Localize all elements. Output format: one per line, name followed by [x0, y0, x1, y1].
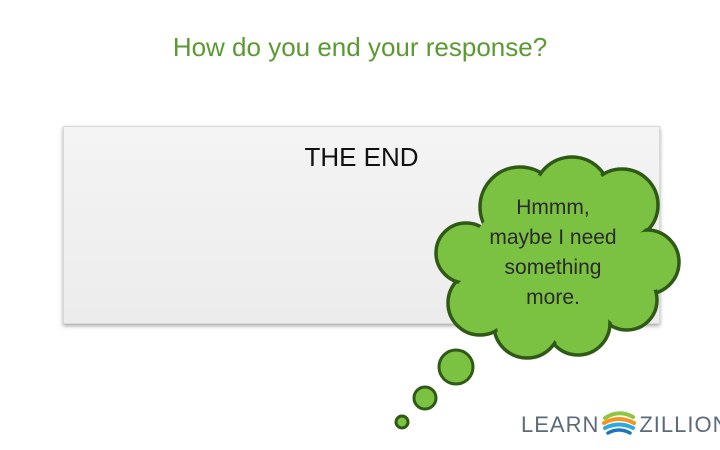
- logo-text-right: ZILLION: [639, 412, 720, 437]
- slide-title: How do you end your response?: [172, 32, 548, 62]
- swirl-globe-icon: [602, 407, 637, 443]
- learnzillion-logo: LEARN ZILLION: [521, 408, 720, 442]
- box-heading: THE END: [304, 142, 419, 172]
- thought-text: Hmmm, maybe I need something more.: [489, 196, 617, 309]
- logo-text-left: LEARN: [521, 412, 600, 437]
